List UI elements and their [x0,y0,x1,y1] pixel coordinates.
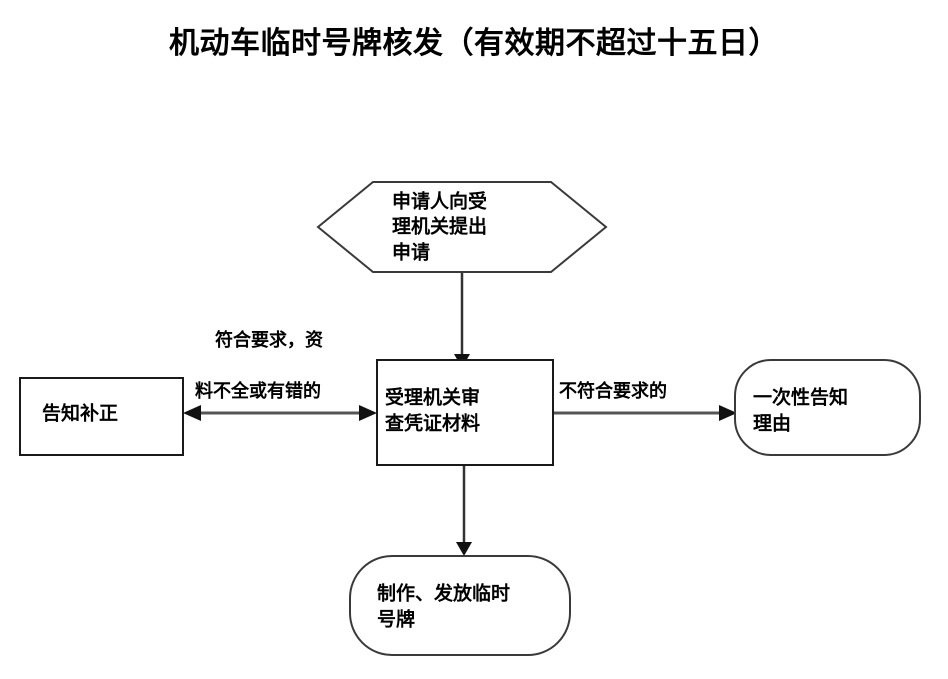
node-start[interactable]: 申请人向受 理机关提出 申请 [316,181,608,273]
edge-review-to-notify-correct [183,405,377,421]
node-review-line-1: 受理机关审 [385,386,480,409]
node-notify-reason-line-2: 理由 [753,412,791,435]
edge-review-to-notify-reason [553,405,737,421]
rounded-rect-shape-issue-plate [349,555,571,656]
edge-start-to-review [454,272,470,368]
hexagon-shape-start [316,181,608,273]
node-notify-correct[interactable]: 告知补正 [19,377,184,456]
rect-shape-notify-correct [19,377,184,456]
node-notify-reason-line-1: 一次性告知 [753,386,848,409]
node-notify-reason[interactable]: 一次性告知 理由 [734,359,921,456]
node-issue-plate[interactable]: 制作、发放临时 号牌 [349,555,571,656]
arrow-head-right-review-left [359,405,377,421]
rect-shape-review [376,359,554,466]
edge-review-to-issue-plate [456,465,472,556]
node-review-line-2: 查凭证材料 [384,412,480,435]
edge-label-left-line-2: 料不全或有错的 [195,380,321,402]
arrow-head-left-notify-correct [183,405,201,421]
edge-label-review-to-notify-correct: 符合要求，资 料不全或有错的 [195,329,323,402]
node-review[interactable]: 受理机关审 查凭证材料 [376,359,554,466]
rounded-rect-shape-notify-reason [734,359,921,456]
node-issue-plate-line-2: 号牌 [377,608,415,631]
node-start-line-2: 理机关提出 [392,215,487,238]
arrow-head-issue-plate [456,542,472,556]
edge-label-left-line-1: 符合要求，资 [215,329,323,351]
arrow-head-notify-reason [719,405,737,421]
node-issue-plate-line-1: 制作、发放临时 [377,582,510,605]
edge-label-right-line-1: 不符合要求的 [559,380,667,402]
edge-label-review-to-notify-reason: 不符合要求的 [559,380,667,402]
node-start-line-3: 申请 [392,241,430,264]
page-title: 机动车临时号牌核发（有效期不超过十五日） [169,26,779,61]
node-notify-correct-line-1: 告知补正 [42,402,118,425]
node-start-line-1: 申请人向受 [392,190,487,213]
